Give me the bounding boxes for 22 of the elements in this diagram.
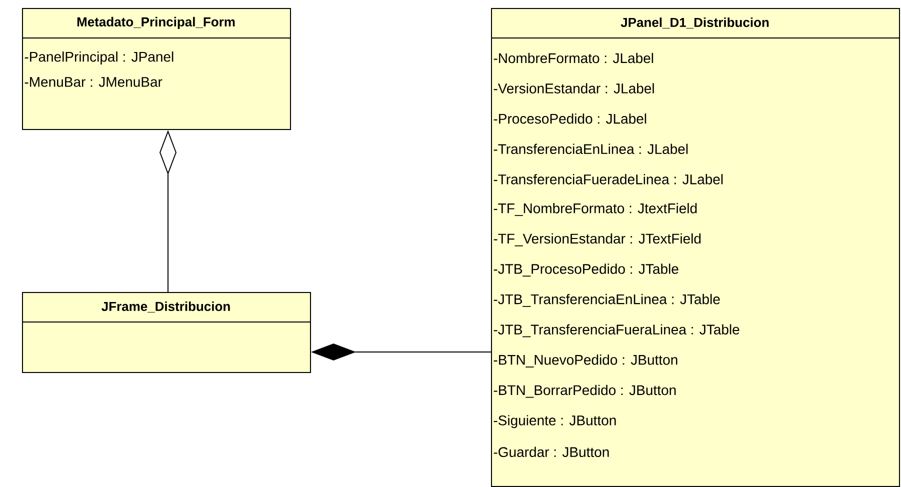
attribute: -ProcesoPedido : JLabel — [494, 113, 646, 124]
attribute: -NombreFormato : JLabel — [494, 52, 654, 64]
class-box — [490, 8, 900, 487]
attribute: -MenuBar : JMenuBar — [24, 77, 162, 87]
attribute: -TF_VersionEstandar : JTextField — [494, 233, 701, 246]
class-name: Metadato_Principal_Form — [77, 16, 235, 30]
class-box — [22, 292, 311, 373]
attribute: -PanelPrincipal : JPanel — [24, 51, 174, 65]
attribute: -BTN_BorrarPedido : JButton — [494, 384, 676, 398]
attribute: -BTN_NuevoPedido : JButton — [494, 354, 678, 368]
attribute: -JTB_TransferenciaEnLinea : JTable — [494, 294, 720, 307]
attribute: -TransferenciaEnLinea : JLabel — [494, 144, 688, 154]
attribute: -TF_NombreFormato : JtextField — [494, 203, 697, 216]
attribute: -Guardar : JButton — [494, 446, 609, 458]
attribute: -JTB_ProcesoPedido : JTable — [494, 264, 678, 277]
class-box — [22, 8, 291, 130]
attribute: -VersionEstandar : JLabel — [494, 83, 654, 94]
class-name: JFrame_Distribucion — [102, 302, 230, 312]
attribute: -TransferenciaFueradeLinea : JLabel — [494, 174, 723, 184]
attribute: -JTB_TransferenciaFueraLinea : JTable — [494, 324, 740, 338]
attribute: -Siguiente : JButton — [494, 415, 616, 428]
class-name: JPanel_D1_Distribucion — [620, 18, 769, 28]
